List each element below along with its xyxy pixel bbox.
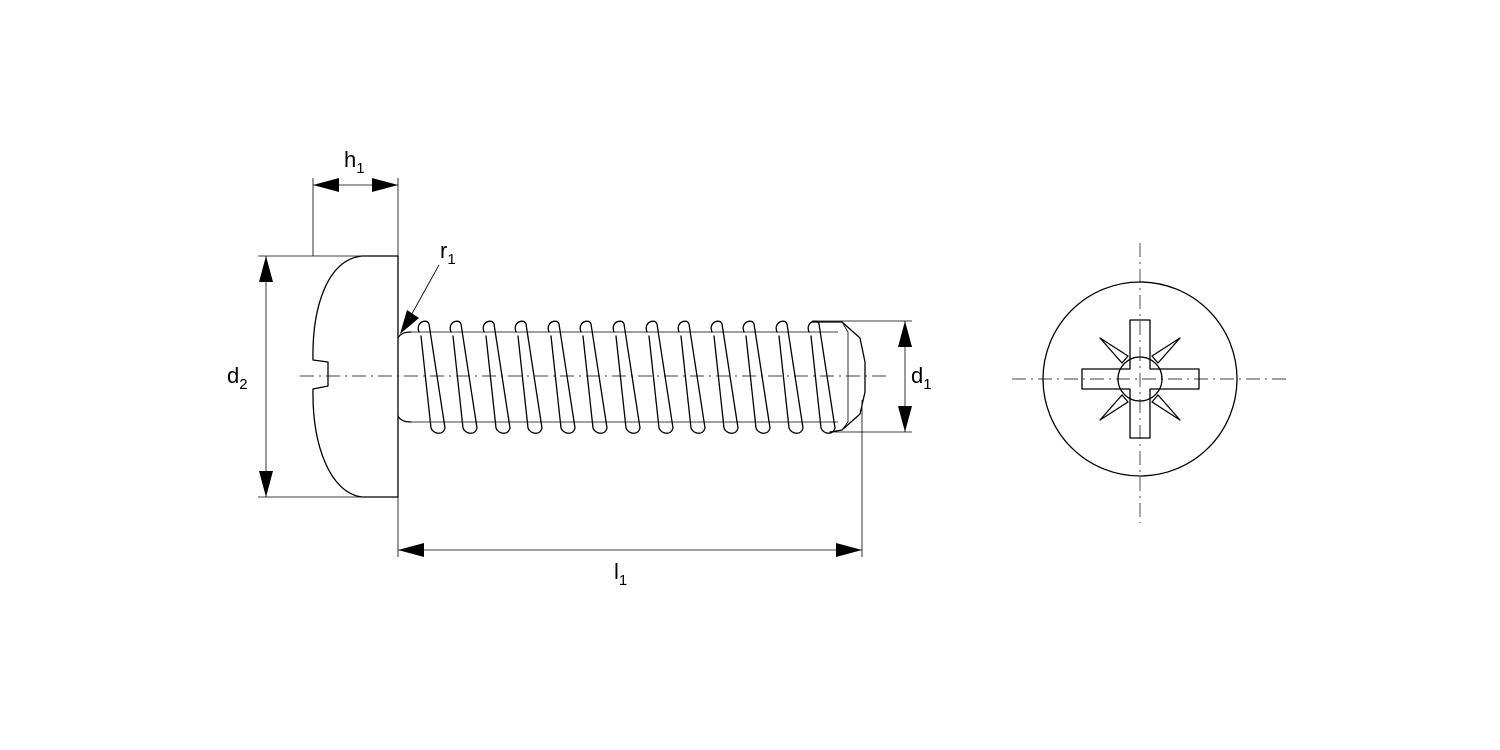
dimension-r1: r1 bbox=[400, 238, 456, 334]
cross-recess bbox=[1081, 319, 1200, 439]
thread-flank bbox=[547, 320, 576, 434]
thread-flank bbox=[514, 320, 543, 434]
r1-label: r1 bbox=[440, 238, 456, 268]
pozi-tick-marks bbox=[1099, 337, 1181, 421]
d1-label: d1 bbox=[911, 363, 932, 393]
head-outer-circle bbox=[1042, 281, 1238, 477]
d2-label: d2 bbox=[227, 363, 248, 393]
thread-flank bbox=[710, 320, 739, 434]
tip-chamfer bbox=[841, 321, 849, 431]
dimension-l1: l1 bbox=[397, 400, 863, 589]
thread-flank bbox=[612, 320, 641, 434]
dimension-d1: d1 bbox=[812, 320, 932, 433]
screw-head bbox=[312, 255, 399, 498]
screw-end-view bbox=[1012, 243, 1290, 523]
h1-label: h1 bbox=[344, 147, 365, 177]
dimension-d2: d2 bbox=[227, 255, 362, 498]
thread-flank bbox=[677, 320, 706, 434]
thread-flank bbox=[807, 320, 836, 434]
dimension-h1: h1 bbox=[312, 147, 399, 256]
thread-flank bbox=[775, 320, 804, 434]
thread-flank bbox=[482, 320, 511, 434]
l1-label: l1 bbox=[614, 559, 627, 589]
thread-group bbox=[417, 320, 836, 434]
thread-flank bbox=[645, 320, 674, 434]
recess-center-circle bbox=[1117, 356, 1163, 402]
thread-flank bbox=[579, 320, 608, 434]
screw-tip bbox=[811, 321, 866, 433]
thread-flank bbox=[742, 320, 771, 434]
screw-side-view bbox=[300, 255, 890, 498]
head-fillet bbox=[397, 331, 412, 423]
thread-flank bbox=[417, 320, 446, 434]
thread-flank bbox=[449, 320, 478, 434]
